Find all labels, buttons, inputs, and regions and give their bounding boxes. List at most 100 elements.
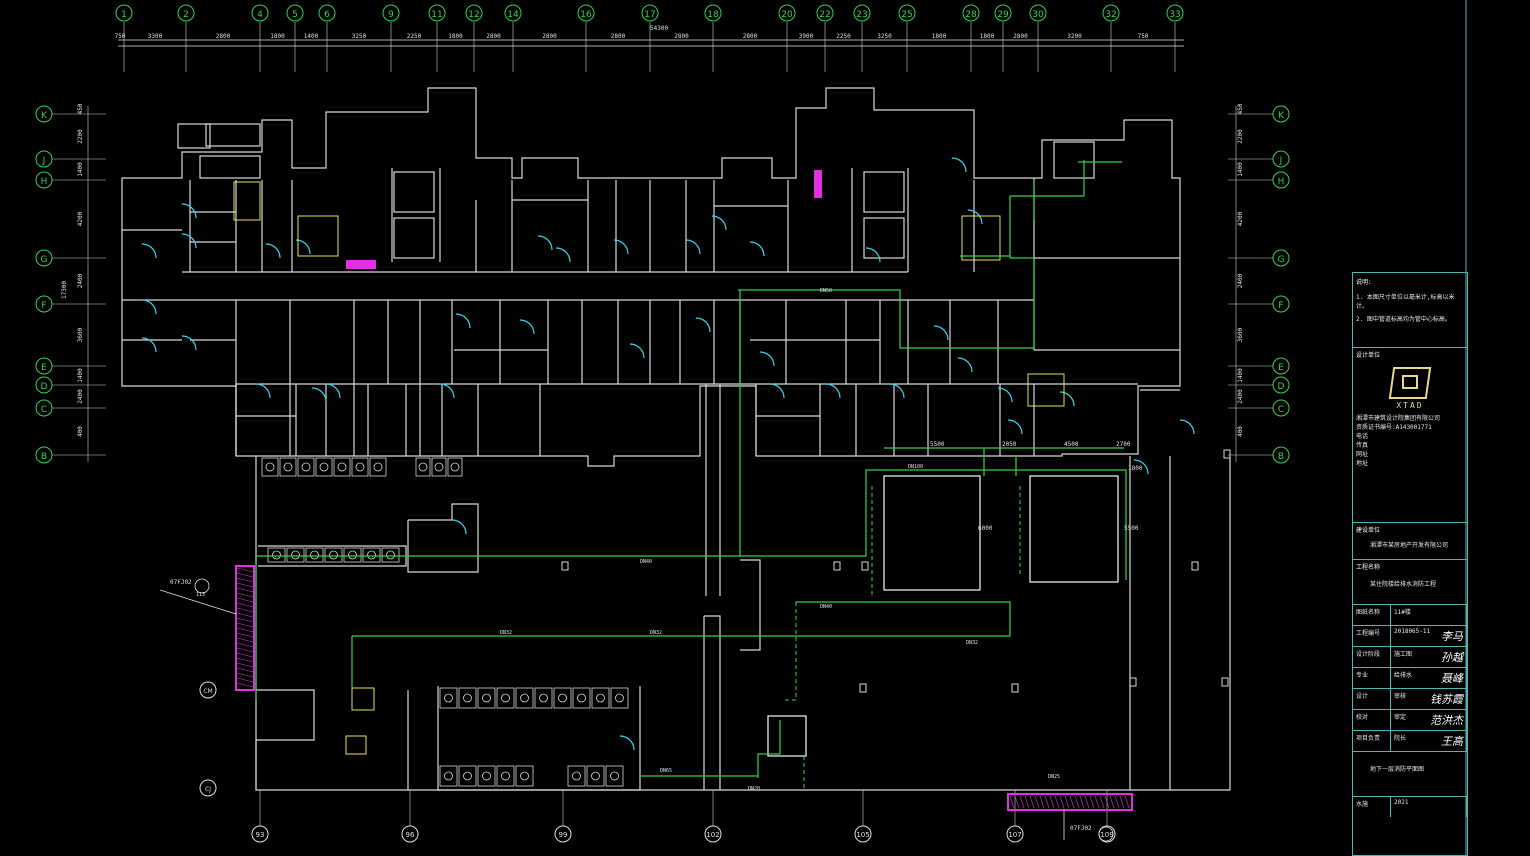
grid-bubble-29 bbox=[994, 4, 1012, 22]
grid-bubble-22 bbox=[816, 4, 834, 22]
door-swing bbox=[1059, 391, 1075, 407]
grid-label-23: 23 bbox=[856, 10, 867, 20]
grid-label-22: 22 bbox=[819, 10, 830, 20]
tb-row-label: 专业 bbox=[1353, 668, 1391, 688]
center-dim: 6000 bbox=[978, 525, 993, 532]
right-dim-5: 3600 bbox=[1237, 327, 1244, 342]
grid-label-14: 14 bbox=[507, 10, 519, 20]
tb-row-label: 项目负责 bbox=[1353, 731, 1391, 751]
left-dim-3: 4200 bbox=[77, 211, 84, 226]
tb-row-value: 11#楼 bbox=[1391, 605, 1467, 625]
callout-text-left: 07FJ02 bbox=[170, 579, 192, 586]
grid-bubble-14 bbox=[504, 4, 522, 22]
grid-bubble-33 bbox=[1166, 4, 1184, 22]
grid-bubble-CJ bbox=[199, 779, 217, 797]
left-dim-0: 450 bbox=[77, 103, 84, 114]
notes-heading: 说明: bbox=[1356, 279, 1372, 286]
right-dim-4: 2400 bbox=[1237, 273, 1244, 288]
top-dim-5: 3250 bbox=[352, 33, 367, 40]
grid-label-C: C bbox=[1278, 405, 1284, 415]
center-dim: 5500 bbox=[1124, 525, 1139, 532]
door-swing bbox=[997, 387, 1013, 403]
grid-label-D: D bbox=[41, 382, 48, 392]
door-swing bbox=[749, 241, 765, 257]
door-swing bbox=[455, 313, 471, 329]
notes-section: 说明: 1. 本图尺寸单位以毫米计,标高以米计。 2. 图中管道标高均为管中心标… bbox=[1353, 273, 1467, 347]
tb-row-value: 给排水聂峰 bbox=[1391, 668, 1467, 688]
grid-label-1: 1 bbox=[121, 10, 127, 20]
door-swing bbox=[695, 317, 711, 333]
door-swing bbox=[951, 157, 967, 173]
contact-3: 网址 bbox=[1356, 451, 1369, 458]
grid-label-F: F bbox=[41, 301, 46, 311]
total-dim-text: 54300 bbox=[650, 25, 668, 32]
grid-bubble-105 bbox=[854, 825, 872, 843]
grid-label-D: D bbox=[1278, 382, 1285, 392]
grid-label-J: J bbox=[1279, 156, 1283, 166]
footer-row: 水施 2021 bbox=[1353, 796, 1467, 817]
left-dim-1: 2200 bbox=[77, 129, 84, 144]
contact-4: 地址 bbox=[1356, 460, 1369, 467]
door-swing bbox=[181, 203, 197, 219]
grid-label-H: H bbox=[1278, 177, 1285, 187]
top-dim-13: 3900 bbox=[799, 33, 814, 40]
signature: 孙越 bbox=[1441, 651, 1463, 664]
hatch-pattern bbox=[236, 567, 1130, 809]
door-swing bbox=[613, 239, 629, 255]
top-dim-11: 2800 bbox=[674, 33, 689, 40]
grid-bubble-9 bbox=[382, 4, 400, 22]
grid-label-4: 4 bbox=[257, 10, 263, 20]
top-dim-19: 3200 bbox=[1067, 33, 1082, 40]
grid-label-J: J bbox=[42, 156, 46, 166]
tb-row-value: 施工图孙越 bbox=[1391, 647, 1467, 667]
top-dim-7: 1800 bbox=[448, 33, 463, 40]
door-swing bbox=[769, 383, 785, 399]
fire-pipes bbox=[255, 160, 1127, 778]
pipe-label: DN32 bbox=[966, 640, 978, 646]
grid-label-E: E bbox=[41, 363, 47, 373]
right-dim-2: 1400 bbox=[1237, 162, 1244, 177]
tb-row-label: 设计阶段 bbox=[1353, 647, 1391, 667]
grid-label-H: H bbox=[41, 177, 48, 187]
pipe-label: DN65 bbox=[660, 768, 672, 774]
grid-bubble-30 bbox=[1029, 4, 1047, 22]
left-dim-5: 3600 bbox=[77, 327, 84, 342]
tb-row-label: 工程编号 bbox=[1353, 626, 1391, 646]
client-name: 湘潭市某房地产开发有限公司 bbox=[1370, 542, 1449, 549]
grid-label-96: 96 bbox=[406, 831, 415, 839]
detail-callout-left bbox=[159, 578, 237, 615]
grid-label-E: E bbox=[1278, 363, 1284, 373]
grid-label-CJ: CJ bbox=[205, 786, 211, 793]
grid-bubble-2 bbox=[177, 4, 195, 22]
top-dim-14: 2250 bbox=[836, 33, 851, 40]
company-heading: 设计单位 bbox=[1356, 352, 1381, 359]
signature: 钱苏霞 bbox=[1430, 693, 1463, 706]
tb-row: 设计阶段施工图孙越 bbox=[1353, 646, 1467, 667]
grid-bubble-32 bbox=[1102, 4, 1120, 22]
door-swing bbox=[711, 215, 727, 231]
drawing-title-section: 地下一层消防平面图 bbox=[1353, 751, 1467, 796]
pipe-label: DN32 bbox=[500, 630, 512, 636]
door-swing bbox=[451, 519, 467, 535]
company-section: 设计单位 XTAD 湘潭市建筑设计院集团有限公司 资质证书编号:A1430017… bbox=[1353, 347, 1467, 522]
door-swing bbox=[825, 383, 841, 399]
right-dim-8: 400 bbox=[1237, 426, 1244, 437]
hatched-tanks bbox=[235, 565, 1133, 811]
grid-bubble-12 bbox=[465, 4, 483, 22]
door-swing bbox=[1179, 419, 1195, 435]
door-swing bbox=[967, 209, 983, 225]
right-dim-7: 2400 bbox=[1237, 389, 1244, 404]
pipe-label: DN40 bbox=[820, 604, 832, 610]
door-swing bbox=[439, 383, 455, 399]
tb-row: 设计审核钱苏霞 bbox=[1353, 688, 1467, 709]
top-dimension-chain bbox=[118, 39, 1184, 47]
tb-row-value: 院长王高 bbox=[1391, 731, 1467, 751]
grid-bubble-18 bbox=[704, 4, 722, 22]
door-swing bbox=[629, 343, 645, 359]
contact-2: 传真 bbox=[1356, 442, 1369, 449]
pipe-label: DN50 bbox=[820, 288, 832, 294]
